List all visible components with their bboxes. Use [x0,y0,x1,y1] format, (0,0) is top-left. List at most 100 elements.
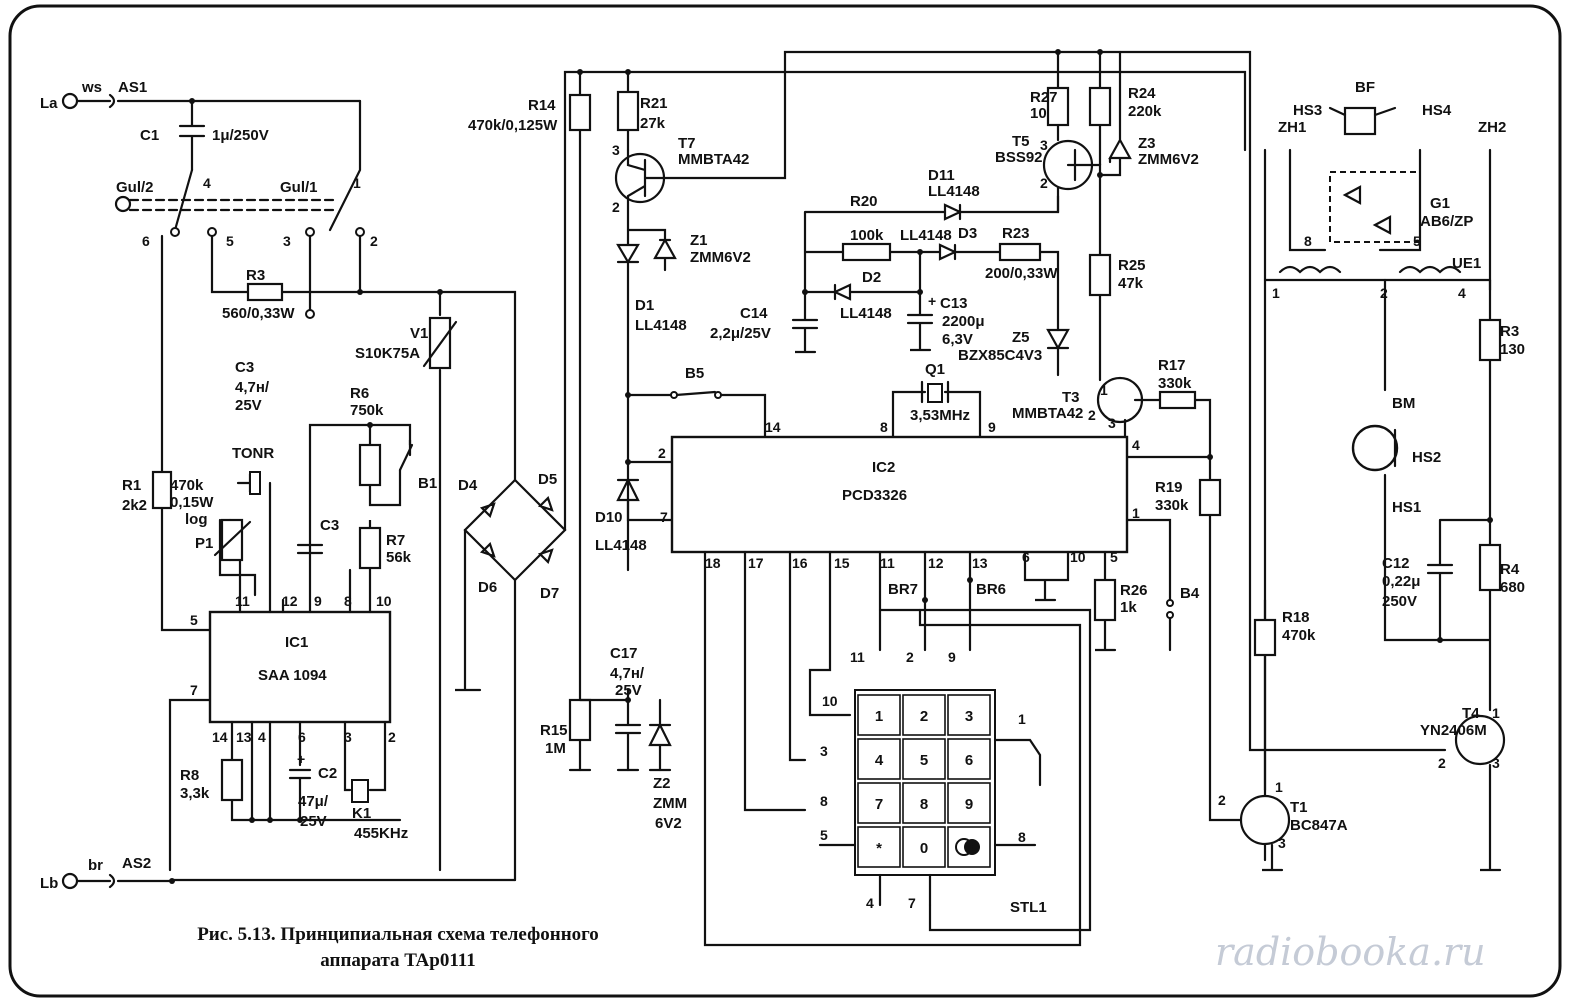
label-T7: T7 [678,135,696,152]
key-label-8: 8 [920,796,928,813]
buzzer-BF [1343,106,1377,136]
label-D1: D1 [635,297,654,314]
pin-kp_left-2: 8 [820,793,828,809]
label-C13: C13 [940,295,968,312]
pin-t3-1: 2 [1088,407,1096,423]
pin-ic2-7: 18 [705,555,721,571]
label-B1: B1 [418,475,437,492]
key-8 [902,782,946,824]
label-R1v: 2k2 [122,497,147,514]
watermark: radiobooka.ru [1215,930,1486,974]
label-BR6: BR6 [976,581,1006,598]
label-G1v: AB6/ZP [1420,213,1473,230]
resistor-R17 [1158,390,1197,410]
resistor-R27 [1046,86,1070,127]
label-C3av: 4,7н/ [235,379,270,396]
label-D10: D10 [595,509,623,526]
label-T1: T1 [1290,799,1308,816]
label-R7: R7 [386,532,405,549]
label-R27v: 10 [1030,105,1047,122]
pin-g1-0: 8 [1304,233,1312,249]
pin-ic2-15: 10 [1070,549,1086,565]
ic2-PCD3326 [670,435,1129,554]
label-R4v: 680 [1500,579,1525,596]
label-Q1v: 3,53MHz [910,407,970,424]
pin-gul_l-0: 4 [203,175,211,191]
key-label-5: 5 [920,752,928,769]
pin-t4-0: 1 [1492,705,1500,721]
label-R20: R20 [850,193,878,210]
label-Gul1: Gul/1 [280,179,318,196]
label-R7v: 56k [386,549,412,566]
label-D2v: LL4148 [840,305,892,322]
label-Lb: Lb [40,875,58,892]
key-label-6: 6 [965,752,973,769]
resistor-R14 [568,93,592,132]
pin-ic1_top-1: 11 [235,593,250,609]
label-R26v: 1k [1120,599,1137,616]
label-HS1: HS1 [1392,499,1421,516]
label-R25: R25 [1118,257,1146,274]
pin-kp_top-2: 9 [948,649,956,665]
pin-ic2-10: 15 [834,555,850,571]
transistor-T4 [1454,714,1506,766]
pin-gul_r-1: 3 [283,233,291,249]
label-Z2v1: ZMM [653,795,687,812]
label-C17: C17 [610,645,638,662]
label-R18v: 470k [1282,627,1316,644]
pin-ic2-12: 12 [928,555,944,571]
label-R3a: R3 [246,267,265,284]
label-P1v3: log [185,511,208,528]
center-section [563,49,1447,947]
label-R15: R15 [540,722,568,739]
label-B4: B4 [1180,585,1200,602]
resistor-R3b [1478,318,1502,362]
pin-t5-0: 3 [1040,137,1048,153]
label-C14: C14 [740,305,768,322]
label-D2: D2 [862,269,881,286]
key-label-*: * [876,840,882,857]
pin-ic2-2: 7 [660,509,668,525]
label-R26: R26 [1120,582,1148,599]
label-C2: C2 [318,765,337,782]
crystal-Q1 [927,383,943,403]
label-Z1: Z1 [690,232,708,249]
label-R18: R18 [1282,609,1310,626]
pin-kp_left-1: 3 [820,743,828,759]
pin-ic2-6: 1 [1132,505,1140,521]
pin-ic2-0: 14 [765,419,781,435]
pin-ic2-11: 11 [880,555,895,571]
label-br: br [88,857,103,874]
label-R15v: 1M [545,740,566,757]
resistor-R24 [1088,86,1112,127]
pin-t5-1: 2 [1040,175,1048,191]
label-R24v: 220k [1128,103,1162,120]
key-label-3: 3 [965,708,973,725]
figure-caption: Рис. 5.13. Принципиальная схема телефонн… [138,922,658,974]
pin-gul_r-0: 1 [353,175,361,191]
label-C12v2: 250V [1382,593,1417,610]
label-Z2v2: 6V2 [655,815,682,832]
resistor-R20 [841,242,892,262]
label-P1v1: 470k [170,477,204,494]
label-T5: T5 [1012,133,1030,150]
label-D5: D5 [538,471,557,488]
label-Gul2: Gul/2 [116,179,154,196]
pin-ic2-16: 5 [1110,549,1118,565]
label-R3av: 560/0,33W [222,305,295,322]
key-label-9: 9 [965,796,973,813]
key-label-1: 1 [875,708,883,725]
label-UE1: UE1 [1452,255,1481,272]
key-6 [947,738,991,780]
label-ws: ws [81,79,102,96]
pin-t1-1: 2 [1218,792,1226,808]
pin-ic1_top-4: 8 [344,593,352,609]
transistor-T1 [1239,794,1291,846]
label-T4v: YN2406M [1420,722,1487,739]
label-C1: C1 [140,127,159,144]
pin-ic1_bot-3: 4 [258,729,266,745]
pin-kp_bot-1: 7 [908,895,916,911]
label-BM: BM [1392,395,1415,412]
label-D11v: LL4148 [928,183,980,200]
